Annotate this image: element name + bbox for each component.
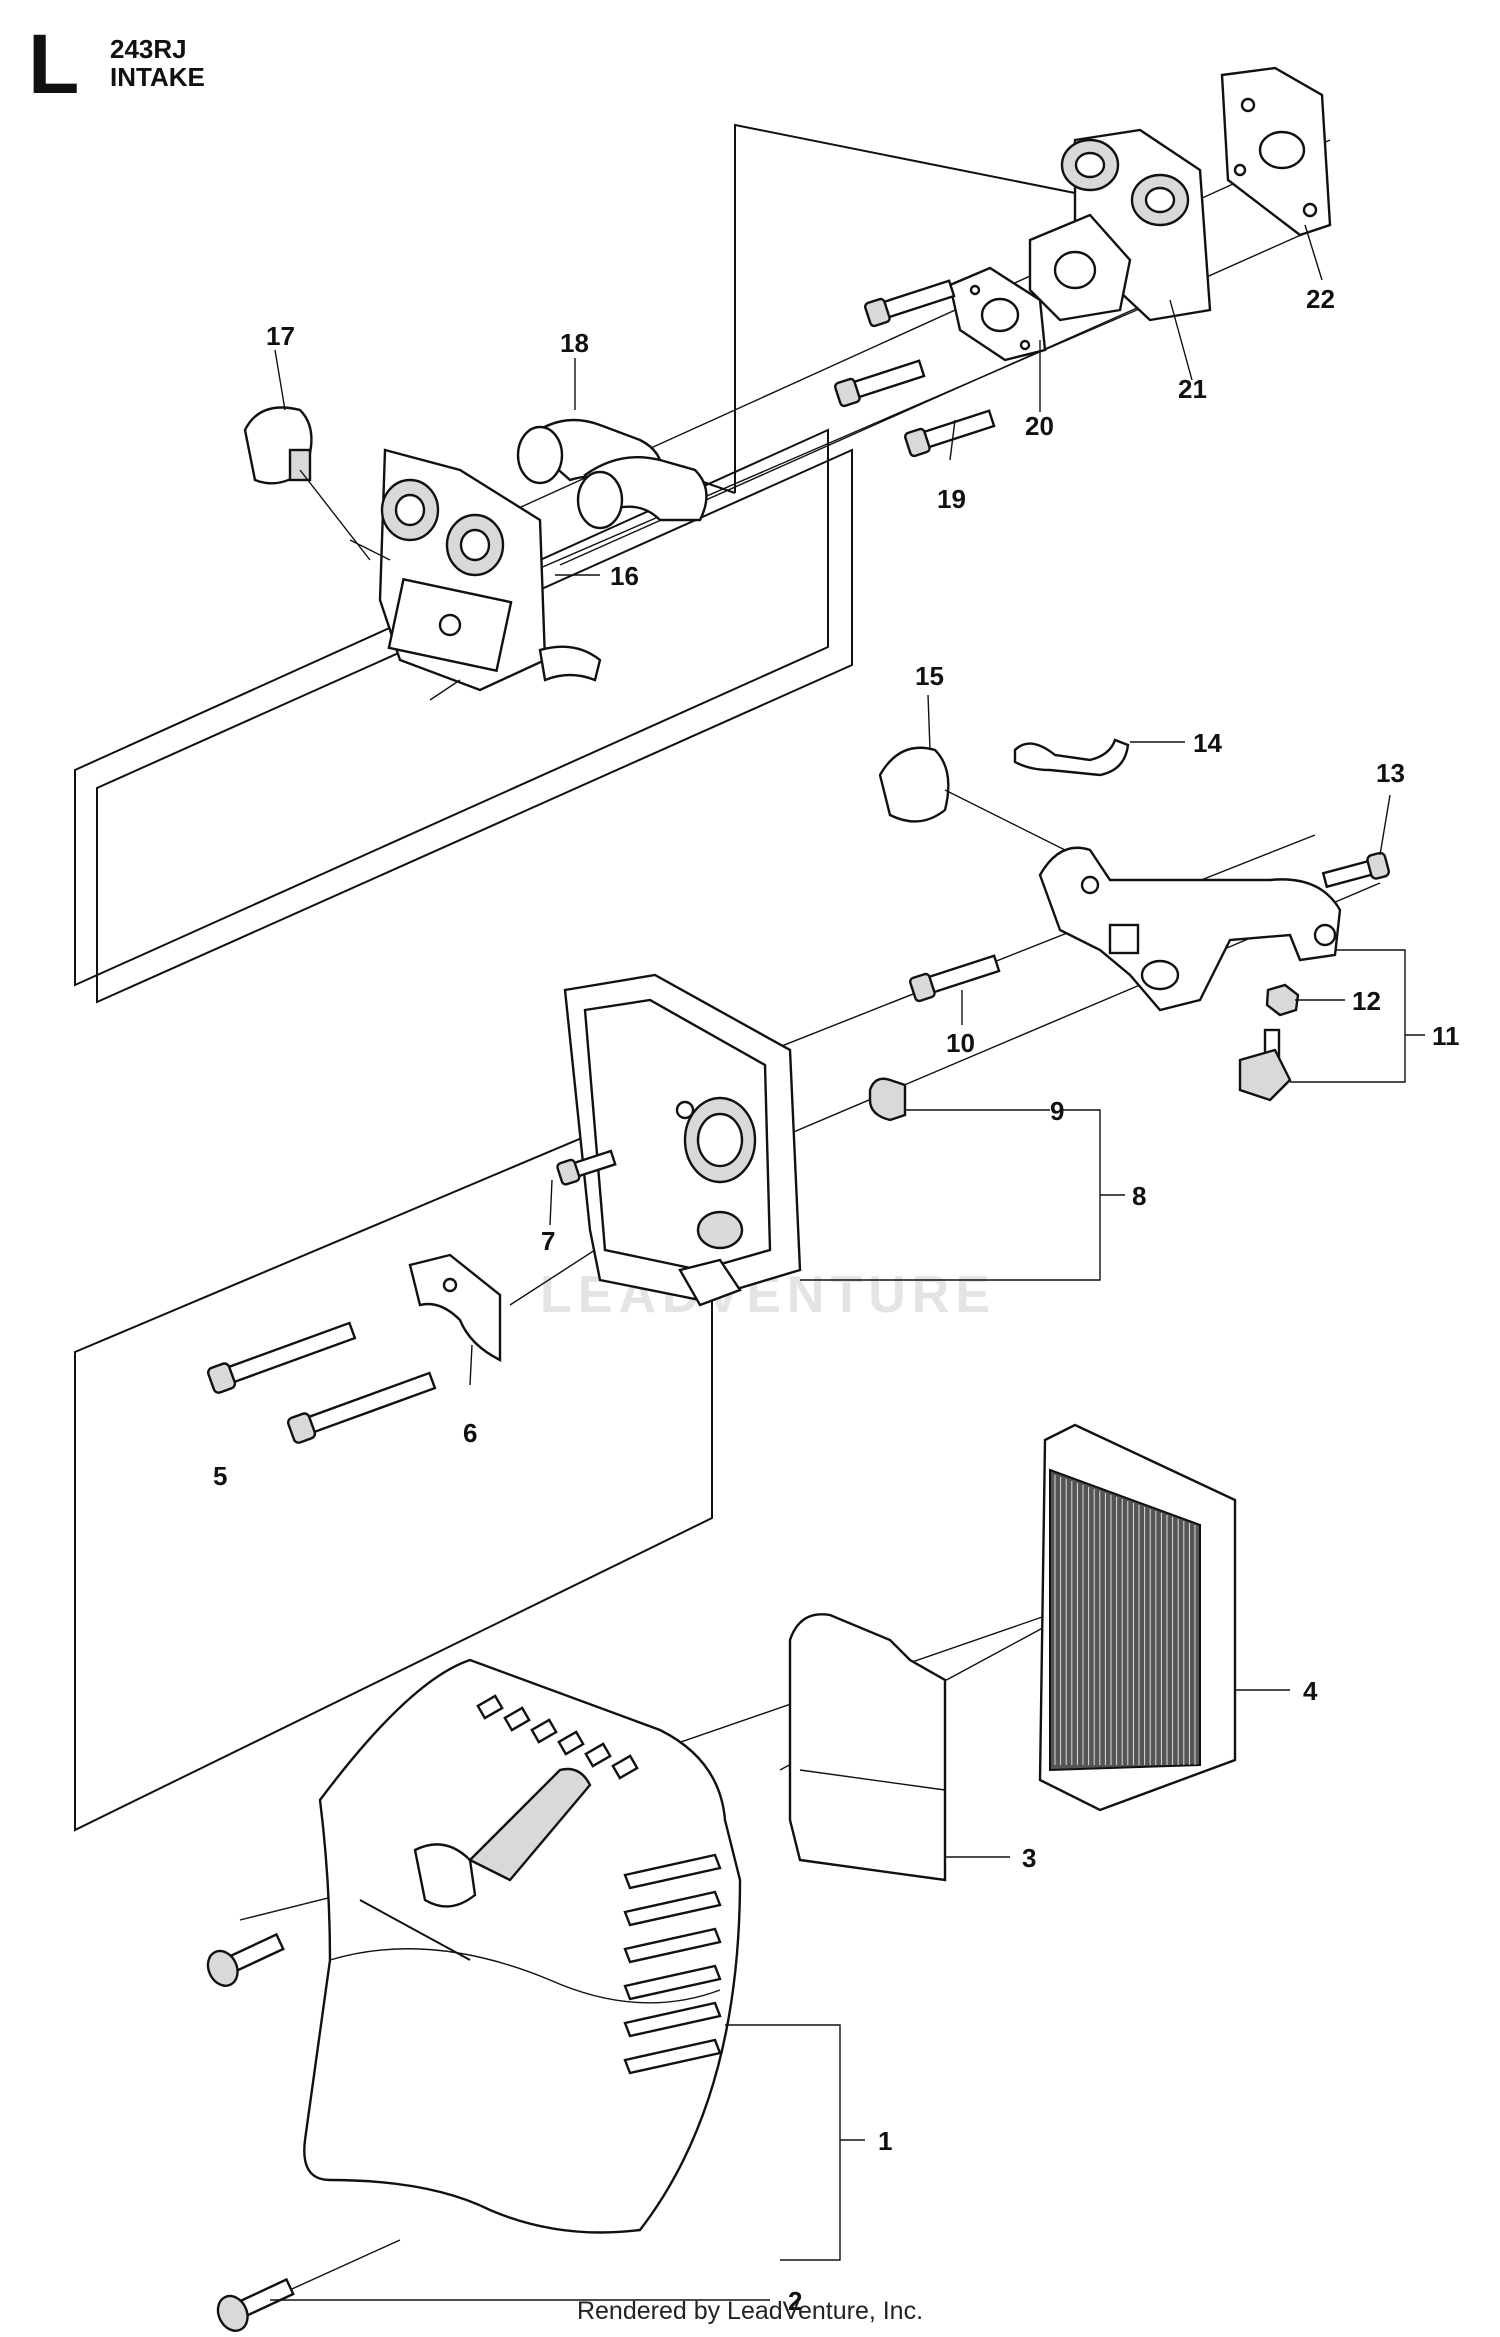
footer-credit: Rendered by LeadVenture, Inc. [576,2297,924,2325]
callouts: 17 18 16 19 20 21 22 15 14 13 12 11 10 9… [213,284,1460,2316]
part-3-pre-filter [788,1613,947,1882]
callout-6: 6 [463,1418,477,1448]
part-17-primer-bulb [243,406,371,561]
part-5-bolts [206,1321,437,1444]
part-13-screw [1321,851,1391,889]
part-14-choke-link [1013,738,1130,777]
cover-vent-slot [476,1694,504,1720]
callout-5: 5 [213,1461,227,1491]
cover-vent-slot [623,2038,722,2075]
cover-vent-slot [623,1890,722,1927]
part-6-bracket [408,1253,502,1362]
section-letter: L [28,17,80,111]
cover-vent-slot [623,1853,722,1890]
callout-12: 12 [1352,986,1381,1016]
part-18-intake-elbow [516,418,708,530]
callout-9: 9 [1050,1096,1064,1126]
part-21-intake-manifold [1028,128,1212,322]
assembly-outline-upper [74,428,853,1004]
cover-vent-slot [611,1754,639,1780]
callout-20: 20 [1025,411,1054,441]
callout-17: 17 [266,321,295,351]
callout-11: 11 [1432,1021,1460,1051]
callout-14: 14 [1193,728,1222,758]
part-1-filter-cover [303,1658,742,2234]
part-11-ball-joint [1238,1028,1292,1102]
model-number: 243RJ [110,34,187,64]
cover-vent-slot [530,1718,558,1744]
callout-10: 10 [946,1028,975,1058]
part-20-gasket [948,266,1047,362]
part-2-cover-screws [206,1932,295,2332]
part-10-bolt [909,954,1001,1003]
cover-vent-slot [623,2001,722,2038]
callout-22: 22 [1306,284,1335,314]
cover-vent-slot [557,1730,585,1756]
callout-19: 19 [937,484,966,514]
part-19-bolts [834,279,996,458]
part-9-grommet [868,1077,907,1122]
part-11-choke-lever [1038,846,1342,1012]
part-12-nut [1265,983,1300,1017]
callout-7: 7 [541,1226,555,1256]
callout-18: 18 [560,328,589,358]
callout-8: 8 [1132,1181,1146,1211]
part-7-bolt [556,1149,617,1186]
cover-vent-slot [503,1706,531,1732]
callout-16: 16 [610,561,639,591]
cover-vent-slot [584,1742,612,1768]
assembly-outline-lower [74,1081,713,1832]
part-8-filter-base [563,973,802,1307]
callout-21: 21 [1178,374,1207,404]
cover-vent-slot [623,1927,722,1964]
part-4-air-filter [1038,1423,1237,1812]
callout-15: 15 [915,661,944,691]
part-22-gasket-plate [1220,66,1332,237]
cover-vents-side [623,1853,722,2075]
leader-lines [270,224,1425,2301]
part-16-carburetor [349,448,602,701]
callout-3: 3 [1022,1843,1036,1873]
callout-1: 1 [878,2126,892,2156]
callout-13: 13 [1376,758,1405,788]
filter-pleats [1054,1475,1196,1765]
cover-vent-slot [623,1964,722,2001]
callout-4: 4 [1303,1676,1318,1706]
callout-2: 2 [788,2286,802,2316]
section-title: INTAKE [110,62,205,92]
cover-vents-top [476,1694,639,1780]
